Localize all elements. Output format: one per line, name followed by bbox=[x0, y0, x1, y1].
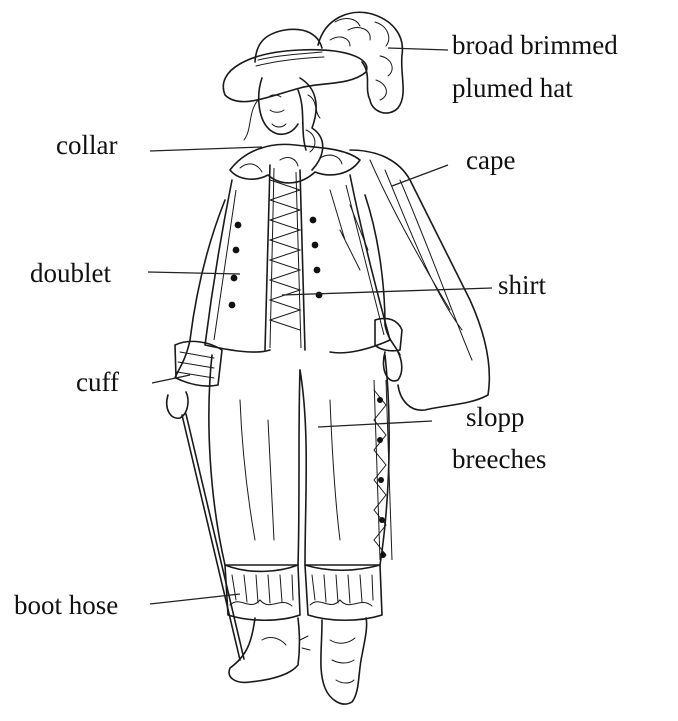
label-collar: collar bbox=[56, 126, 117, 164]
cape-drawing bbox=[330, 150, 489, 410]
label-cuff: cuff bbox=[76, 363, 119, 401]
label-breeches-line2: breeches bbox=[452, 440, 546, 478]
leader-line-collar bbox=[150, 147, 262, 151]
label-shirt: shirt bbox=[498, 266, 546, 304]
label-cape: cape bbox=[466, 141, 515, 179]
cane-drawing bbox=[182, 414, 244, 660]
leader-lines bbox=[148, 48, 492, 604]
label-hat-line2: plumed hat bbox=[452, 69, 573, 107]
hat-drawing bbox=[223, 29, 367, 101]
boots-drawing bbox=[229, 618, 367, 704]
leader-line-hat bbox=[388, 48, 448, 50]
breeches-drawing bbox=[209, 355, 392, 571]
plume-drawing bbox=[318, 12, 403, 113]
label-boot-hose: boot hose bbox=[14, 586, 118, 624]
boot-hose-drawing bbox=[225, 565, 382, 620]
leader-line-shirt bbox=[282, 288, 492, 295]
collar-drawing bbox=[230, 144, 360, 183]
arms-drawing bbox=[167, 195, 402, 418]
label-doublet: doublet bbox=[30, 254, 111, 292]
doublet-drawing bbox=[205, 165, 390, 353]
head-drawing bbox=[244, 78, 323, 170]
label-breeches-line1: slopp bbox=[466, 398, 525, 436]
leader-line-doublet bbox=[148, 272, 240, 274]
label-hat-line1: broad brimmed bbox=[452, 26, 618, 64]
